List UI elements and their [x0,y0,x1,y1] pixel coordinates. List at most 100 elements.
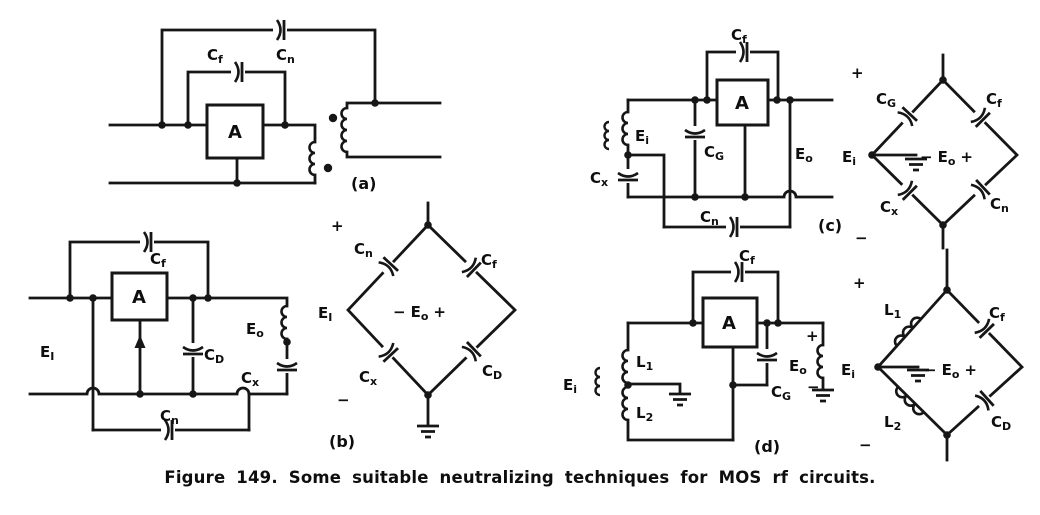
inductor-icon [816,343,825,380]
amplifier-label-a: A [228,122,242,143]
bridge-input-b: EI [318,304,332,324]
circuit-d: A Cf Ei L1 L2 CG + Eo − (d) [563,247,836,456]
label-cn-b: Cn [160,407,179,427]
bridge-center-d: −Eo+ [924,361,977,381]
panel-tag-a: (a) [351,174,376,193]
bridge-arm-lr-b: CD [482,362,502,382]
bridge-center-b: −Eo+ [393,303,446,323]
capacitor-icon [681,124,709,142]
circuit-a: A Cf Cn (a) [108,16,442,193]
capacitor-icon [271,16,289,44]
junction-dots [158,99,379,187]
wires [346,201,518,426]
figure-caption: Figure 149. Some suitable neutralizing t… [164,468,876,487]
inductor-icon [340,106,349,154]
bridge-arm-ur-c: Cf [986,90,1002,110]
label-cg-d: CG [771,383,791,403]
ground-icon [415,424,441,439]
label-ei-b: EI [40,343,54,363]
label-cd-b: CD [204,346,224,366]
label-cn-c: Cn [700,208,719,228]
amplifier-label-d: A [722,313,736,334]
bridge-arm-ll-c: Cx [880,198,898,218]
amplifier-box [110,271,169,322]
bridge-arm-ll-d: L2 [884,413,901,433]
panel-tag-d: (d) [754,437,780,456]
circuit-c: A Cf Ei Cx CG Eo Cn (c) [590,26,842,241]
junction-dots [868,76,947,229]
ground-icon [667,392,693,407]
junction-dots [624,319,782,389]
capacitor-icon [614,167,642,185]
junction-dots [424,221,432,399]
inductor-icon [308,140,317,177]
inductor-icon [621,348,630,385]
bridge-plus-b: + [331,217,344,235]
junction-dots [874,286,951,439]
junction-dots [624,96,794,201]
phasing-dot [323,163,333,173]
label-cf-b: Cf [150,250,166,270]
panel-tag-c: (c) [818,216,842,235]
label-eo-c: Eo [795,145,813,165]
bridge-diagram-d: + − Ei L1 Cf L2 CD −Eo+ [841,248,1025,462]
label-cx-b: Cx [241,369,259,389]
capacitor-icon [229,58,247,86]
label-eo-plus-d: + [806,327,819,345]
bridge-arm-ll-b: Cx [359,368,377,388]
wires [108,28,442,185]
label-eo-minus-d: − [807,378,820,396]
capacitor-icon [273,357,301,375]
components [373,252,486,439]
amplifier-label-b: A [132,287,146,308]
bridge-input-d: Ei [841,361,855,381]
bridge-arm-ul-d: L1 [884,301,901,321]
circuit-b: A EI Cf Eo CD Cx Cn (b) [28,228,355,451]
inductor-icon [621,385,630,422]
inductor-icon [621,110,630,147]
bridge-center-c: −Eo+ [920,148,973,168]
bridge-minus-b: − [337,391,350,409]
label-l1-d: L1 [636,353,653,373]
label-cf-c: Cf [731,26,747,46]
bridge-minus-d: − [859,436,872,454]
panel-tag-b: (b) [329,432,355,451]
capacitor-icon [179,341,207,359]
label-cf-d: Cf [739,247,755,267]
bridge-arm-ul-b: Cn [354,240,373,260]
bridge-diagram-b: + − EI Cn Cf Cx CD −Eo+ [318,201,518,439]
arrow-icon [134,335,146,348]
label-cg-c: CG [704,143,724,163]
label-eo-b: Eo [246,320,264,340]
inductor-icon [280,304,289,341]
amplifier-box [701,296,759,349]
bridge-arm-lr-c: Cn [990,195,1009,215]
antenna-coil-icon [603,120,611,151]
label-ei-c: Ei [635,127,649,147]
label-cf-a: Cf [207,46,223,66]
label-cx-c: Cx [590,169,608,189]
bridge-arm-ul-c: CG [876,90,896,110]
bridge-arm-ur-b: Cf [481,251,497,271]
amplifier-box [715,78,770,127]
bridge-plus-c: + [851,64,864,82]
capacitor-icon [724,213,742,241]
bridge-input-c: Ei [842,148,856,168]
capacitor-icon [753,347,781,365]
wires [626,50,834,229]
inductor-icon [892,385,925,418]
bridge-minus-c: − [855,229,868,247]
junction-dots [66,294,291,398]
amplifier-box [205,103,265,160]
components [603,38,752,241]
label-ei-d: Ei [563,376,577,396]
bridge-arm-lr-d: CD [991,413,1011,433]
label-l2-d: L2 [636,404,653,424]
bridge-diagram-c: + − Ei CG Cf Cx Cn −Eo+ [842,53,1020,250]
bridge-plus-d: + [853,274,866,292]
bridge-arm-ur-d: Cf [989,304,1005,324]
antenna-coil-icon [594,366,602,397]
label-eo-d: Eo [789,357,807,377]
phasing-dot [328,113,338,123]
